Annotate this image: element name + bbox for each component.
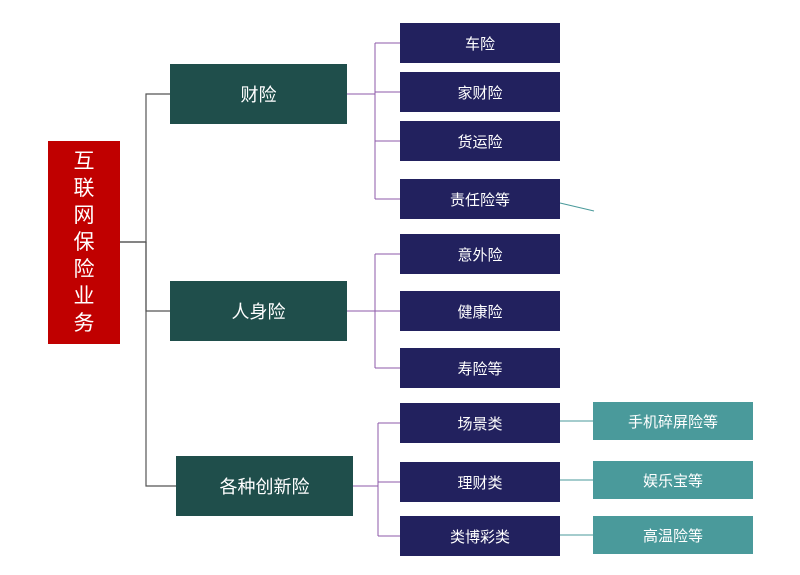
- example-connectors: [559, 202, 595, 536]
- root-connectors: [120, 93, 176, 487]
- cat-1-connectors: [347, 253, 400, 369]
- example-node: 娱乐宝等: [593, 461, 753, 499]
- root-to-cat-2-line: [145, 242, 176, 487]
- root-to-cat-1-line: [120, 241, 170, 312]
- stray-line: [559, 202, 595, 212]
- item-label: 货运险: [457, 132, 503, 151]
- item-label: 意外险: [457, 245, 503, 264]
- category-node-property: 财险: [170, 64, 347, 124]
- item-label: 责任险等: [449, 190, 510, 209]
- item-label: 场景类: [457, 414, 503, 433]
- example-label: 娱乐宝等: [642, 471, 703, 490]
- example-label: 手机碎屏险等: [627, 412, 718, 431]
- category-label: 人身险: [231, 302, 286, 323]
- item-node: 车险: [400, 23, 560, 63]
- example-node: 高温险等: [593, 516, 753, 554]
- example-node: 手机碎屏险等: [593, 402, 753, 440]
- item-node: 寿险等: [400, 348, 560, 388]
- item-node: 类博彩类: [400, 516, 560, 556]
- category-node-innovative: 各种创新险: [176, 456, 353, 516]
- example-label: 高温险等: [642, 526, 703, 545]
- item-label: 类博彩类: [449, 527, 510, 546]
- cat-0-connectors: [347, 42, 400, 200]
- root-to-cat-0-line: [120, 93, 170, 243]
- item-node: 意外险: [400, 234, 560, 274]
- cat-2-connectors: [353, 422, 400, 537]
- item-node: 责任险等: [400, 179, 560, 219]
- root-node: 互联网保险业务: [48, 141, 120, 344]
- root-label: 互联网保险业务: [73, 149, 95, 335]
- item-label: 健康险: [457, 302, 503, 321]
- item-node: 场景类: [400, 403, 560, 443]
- item-node: 理财类: [400, 462, 560, 502]
- item-node: 家财险: [400, 72, 560, 112]
- item-label: 家财险: [457, 83, 503, 102]
- item-label: 寿险等: [457, 359, 503, 378]
- item-label: 理财类: [457, 473, 503, 492]
- item-node: 健康险: [400, 291, 560, 331]
- category-label: 各种创新险: [219, 477, 310, 498]
- category-label: 财险: [240, 85, 277, 106]
- item-node: 货运险: [400, 121, 560, 161]
- category-node-personal: 人身险: [170, 281, 347, 341]
- item-label: 车险: [464, 34, 495, 53]
